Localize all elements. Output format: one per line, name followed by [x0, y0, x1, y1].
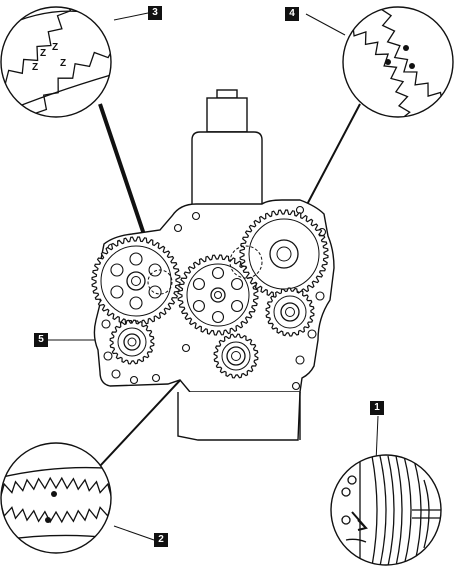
leader-callout-3: [113, 12, 149, 21]
gear-train: [91, 209, 329, 379]
callout-4: 4: [285, 7, 299, 21]
idler-gear-center: [177, 254, 259, 336]
callout-5: 5: [34, 333, 48, 347]
leader-callout-2: [113, 525, 155, 541]
timing-mark-z-4: Z: [60, 58, 66, 69]
bolt-holes: [99, 205, 327, 391]
reference-circle-right: [229, 245, 263, 279]
auxiliary-gear-right: [265, 287, 315, 337]
callout-2: 2: [154, 533, 168, 547]
timing-mark-z-1: Z: [40, 48, 46, 59]
pump-gear-left: [109, 319, 155, 365]
reference-circle-left: [147, 269, 173, 295]
detail-4-zoom: [342, 6, 454, 118]
detail-2-zoom: [0, 442, 112, 554]
detail-3-zoom: Z Z Z Z: [0, 6, 112, 118]
timing-mark-z-3: Z: [32, 62, 38, 73]
callout-1: 1: [370, 401, 384, 415]
camshaft-gear-right: [239, 209, 329, 299]
leader-callout-4: [305, 13, 346, 36]
callout-3: 3: [148, 6, 162, 20]
crankshaft-gear: [213, 333, 259, 379]
timing-mark-z-2: Z: [52, 42, 58, 53]
detail-1-zoom: [330, 454, 442, 566]
leader-callout-1: [375, 415, 379, 463]
camshaft-gear-left: [91, 236, 181, 326]
